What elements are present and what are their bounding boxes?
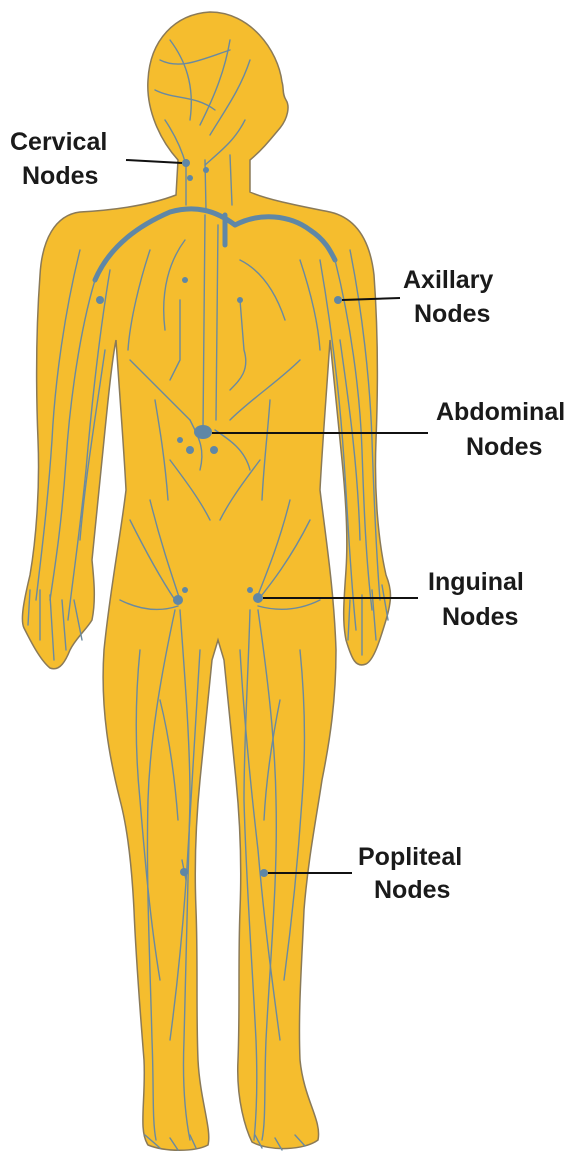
- cervical-label-group: Cervical Nodes: [10, 128, 182, 190]
- axillary-label-line2: Nodes: [414, 300, 490, 328]
- popliteal-label-line1: Popliteal: [358, 843, 462, 871]
- inguinal-label-line1: Inguinal: [428, 568, 524, 596]
- cervical-node: [182, 159, 190, 167]
- popliteal-label-line2: Nodes: [374, 876, 450, 904]
- popliteal-node: [260, 869, 268, 877]
- abdominal-label-line2: Nodes: [466, 433, 542, 461]
- cervical-label-line1: Cervical: [10, 128, 107, 156]
- abdominal-node: [194, 425, 212, 439]
- axillary-label-line1: Axillary: [403, 266, 493, 294]
- inguinal-label-line2: Nodes: [442, 603, 518, 631]
- abdominal-label-line1: Abdominal: [436, 398, 565, 426]
- inguinal-node: [253, 593, 263, 603]
- axillary-node: [334, 296, 342, 304]
- cervical-label-line2: Nodes: [22, 162, 98, 190]
- cervical-pointer-line: [126, 160, 182, 163]
